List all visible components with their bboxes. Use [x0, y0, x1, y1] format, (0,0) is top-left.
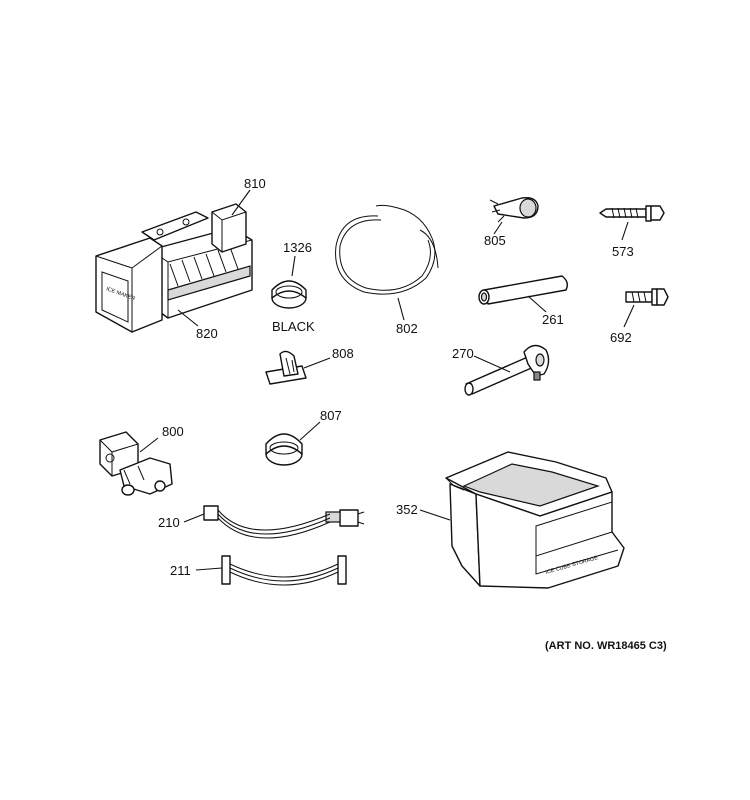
tube-clamp: [265, 433, 303, 466]
art-number: (ART NO. WR18465 C3): [545, 640, 667, 652]
water-valve: [99, 431, 173, 496]
label-270: 270: [452, 346, 474, 361]
label-261: 261: [542, 312, 564, 327]
label-352: 352: [396, 502, 418, 517]
wire-clip: [489, 196, 539, 223]
label-211: 211: [170, 563, 191, 578]
screw-573: [599, 205, 665, 222]
label-1326: 1326: [283, 240, 312, 255]
label-810: 810: [244, 176, 266, 191]
label-black: BLACK: [272, 319, 315, 334]
wire-harness-211: [221, 555, 347, 586]
label-807: 807: [320, 408, 342, 423]
black-clamp: [271, 280, 307, 309]
label-800: 800: [162, 424, 184, 439]
tube-sleeve: [478, 275, 569, 305]
label-692: 692: [610, 330, 632, 345]
label-820: 820: [196, 326, 218, 341]
label-805: 805: [484, 233, 506, 248]
fill-tube: [464, 344, 550, 396]
wire-harness-210: [203, 505, 365, 539]
label-808: 808: [332, 346, 354, 361]
bolt-692: [625, 288, 669, 306]
label-573: 573: [612, 244, 634, 259]
label-210: 210: [158, 515, 180, 530]
mounting-bracket: [265, 350, 307, 385]
water-tube: [335, 204, 439, 295]
ice-maker-assembly: ICE MAKER: [95, 203, 253, 333]
ice-storage-bin: ICE CUBE STORAGE: [445, 451, 625, 589]
label-802: 802: [396, 321, 418, 336]
